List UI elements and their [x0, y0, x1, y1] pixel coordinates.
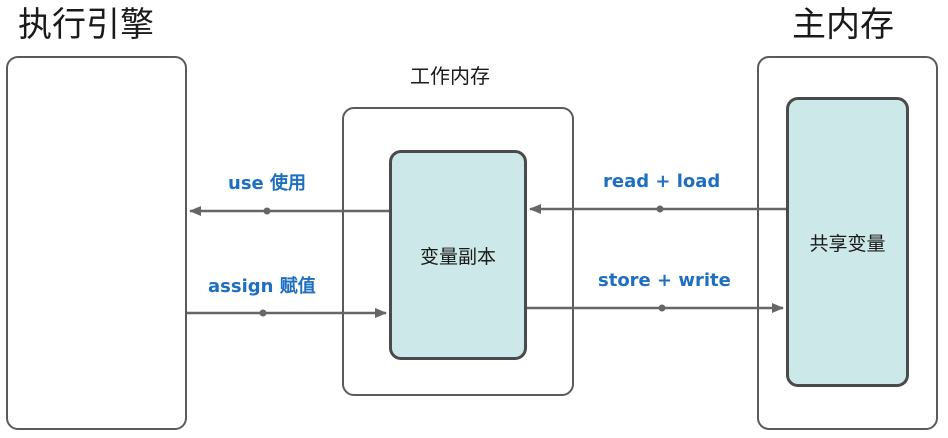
read-load-label: read + load [603, 171, 721, 192]
assign-label: assign 赋值 [208, 276, 316, 297]
execution-engine-box [6, 56, 187, 430]
store-write-arrow-midpoint-dot [658, 304, 666, 312]
use-arrow [189, 206, 389, 216]
working-memory-title: 工作内存 [410, 64, 490, 88]
use-label: use 使用 [228, 173, 307, 194]
store-write-label: store + write [598, 270, 731, 291]
shared-variable-label: 共享变量 [809, 232, 886, 255]
read-load-arrow-midpoint-dot [656, 205, 664, 213]
assign-arrow [187, 308, 387, 318]
assign-arrow-midpoint-dot [259, 309, 267, 317]
store-write-arrow [527, 303, 784, 313]
shared-variable-box: 共享变量 [786, 97, 909, 387]
variable-copy-box: 变量副本 [389, 150, 527, 360]
execution-engine-title: 执行引擎 [18, 5, 154, 45]
variable-copy-label: 变量副本 [419, 245, 496, 268]
main-memory-title: 主内存 [792, 5, 894, 45]
read-load-arrow [529, 204, 786, 214]
use-arrow-midpoint-dot [263, 207, 271, 215]
